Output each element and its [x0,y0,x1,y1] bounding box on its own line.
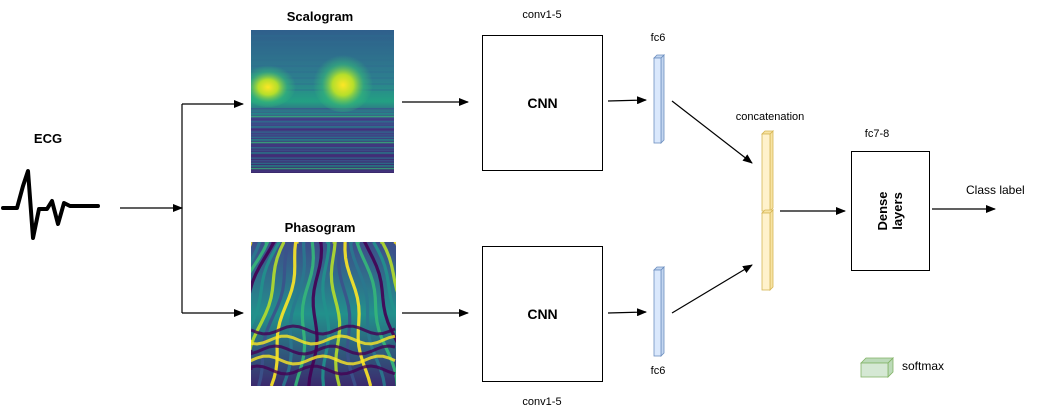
scalogram-image [251,30,394,173]
arrow-fc6-top-to-concat [671,100,753,164]
arrow-fc6-bottom-to-concat [671,264,753,314]
cnn-block-bottom: CNN [482,246,603,382]
concatenation-layer [761,130,774,291]
conv-label-top: conv1-5 [522,9,562,21]
dense-line1: Dense [874,191,890,231]
softmax-legend-icon [860,357,894,378]
concatenation-label: concatenation [735,111,805,123]
fc6-top-layer [653,54,665,144]
dense-top-label: fc7-8 [864,128,890,140]
fc6-label-bottom: fc6 [650,365,666,377]
arrow-cnn-bottom-to-fc6 [607,308,647,317]
phasogram-title: Phasogram [284,220,356,235]
cnn-block-top: CNN [482,35,603,171]
softmax-legend-label: softmax [902,359,945,373]
fc6-bottom-layer [653,266,665,357]
scalogram-title: Scalogram [286,9,354,24]
ecg-label: ECG [33,131,63,146]
phasogram-image [251,242,396,386]
arrow-cnn-top-to-fc6 [607,96,647,105]
ecg-waveform-icon [1,169,100,240]
dense-layers-label: Dense layers [874,191,906,231]
dense-layers-block: Dense layers [851,151,930,271]
cnn-label-top: CNN [527,95,558,111]
dense-line2: layers [889,192,905,230]
conv-label-bottom: conv1-5 [522,396,562,408]
fc6-label-top: fc6 [650,32,666,44]
class-label-text: Class label [966,183,1025,197]
cnn-label-bottom: CNN [527,306,558,322]
